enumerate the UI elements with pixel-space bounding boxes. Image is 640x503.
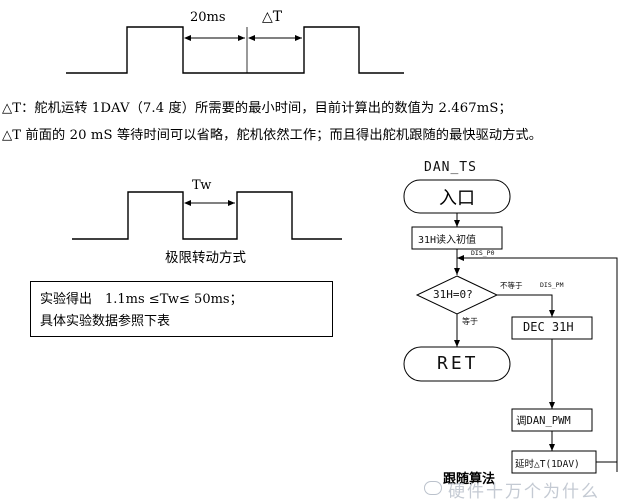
wechat-logo-icon <box>424 481 442 495</box>
delay-label: 延时△T(1DAV) <box>515 459 580 470</box>
label-dis-p0: DIS_P0 <box>471 249 495 257</box>
flowchart <box>403 179 618 474</box>
pulse-waveform-top <box>66 26 404 74</box>
experiment-line-1: 实验得出 1.1ms ≤Tw≤ 50ms； <box>40 292 243 307</box>
flowchart-title: DAN_TS <box>424 160 477 175</box>
label-delta-t: △T <box>262 9 283 25</box>
ret-label: RET <box>437 353 479 374</box>
paragraph-line-1: △T：舵机运转 1DAV（7.4 度）所需要的最小时间，目前计算出的数值为 2.… <box>2 101 512 116</box>
label-dis-pm: DIS_PM <box>540 281 564 289</box>
experiment-box: 实验得出 1.1ms ≤Tw≤ 50ms； 具体实验数据参照下表 <box>30 281 333 337</box>
watermark-text: 硬件十万个为什么 <box>448 482 600 502</box>
paragraph-line-2: △T 前面的 20 mS 等待时间可以省略，舵机依然工作；而且得出舵机跟随的最快… <box>2 128 543 143</box>
label-not-equal: 不等于 <box>500 281 523 290</box>
decision-label: 31H=0? <box>433 288 473 301</box>
read-initial-label: 31H读入初值 <box>418 235 477 246</box>
waveform-caption: 极限转动方式 <box>165 250 246 266</box>
label-20ms: 20ms <box>190 10 226 25</box>
pulse-waveform-tw <box>72 191 342 240</box>
dec-label: DEC 31H <box>523 320 574 334</box>
flowchart-caption: 跟随算法 <box>443 472 496 487</box>
label-tw: Tw <box>192 178 212 193</box>
call-pwm-label: 调DAN_PWM <box>516 415 571 427</box>
experiment-line-2: 具体实验数据参照下表 <box>40 314 171 329</box>
label-equal: 等于 <box>462 317 478 326</box>
entry-label: 入口 <box>439 188 475 209</box>
